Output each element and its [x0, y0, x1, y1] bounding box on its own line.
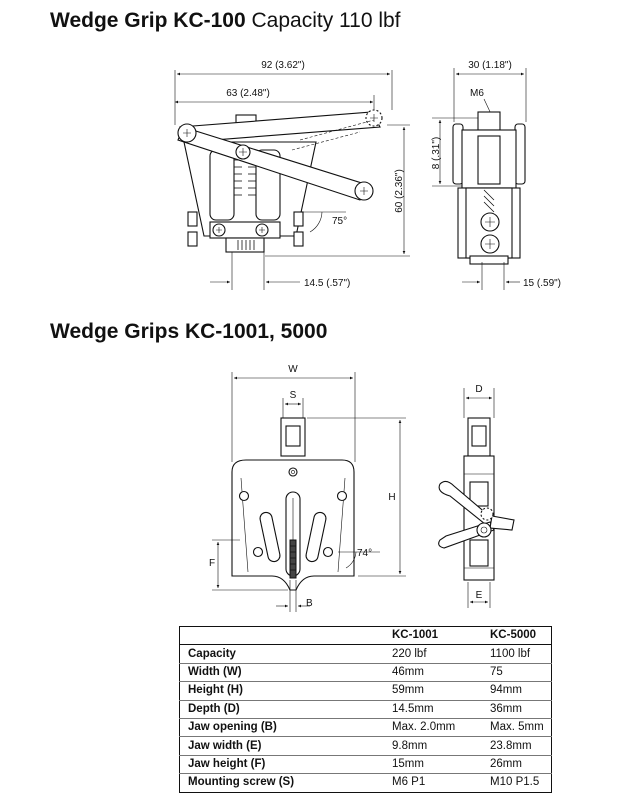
kc100-side-view: 30 (1.18") M6 8 (.31") 15 (.59"): [431, 60, 561, 290]
kc100-title-bold: Wedge Grip KC-100: [50, 9, 246, 32]
kc1001-side-view: D E: [438, 384, 515, 608]
kc100-thread-depth-label: 8 (.31"): [431, 137, 442, 169]
spec-row-label: Mounting screw (S): [188, 776, 295, 789]
table-row: Depth (D) 14.5mm 36mm: [179, 700, 552, 719]
kc100-overall-width-label: 92 (3.62"): [261, 60, 305, 71]
table-row: Width (W) 46mm 75: [179, 663, 552, 682]
spec-row-label: Jaw opening (B): [188, 721, 277, 734]
kc1001-b-label: B: [306, 598, 313, 609]
spec-table: KC-1001 KC-5000 Capacity 220 lbf 1100 lb…: [179, 626, 552, 793]
spec-row-label: Capacity: [188, 647, 236, 660]
spec-cell-kc5000: 1100 lbf: [490, 647, 531, 660]
spec-cell-kc1001: Max. 2.0mm: [392, 721, 456, 734]
kc100-hinge-width-label: 63 (2.48"): [226, 88, 270, 99]
kc1001-s-label: S: [290, 390, 297, 401]
spec-row-label: Jaw height (F): [188, 757, 266, 770]
kc100-side-width-label: 30 (1.18"): [468, 60, 512, 71]
kc100-jaw-hatch: [237, 240, 255, 250]
spec-cell-kc1001: 15mm: [392, 757, 424, 770]
table-row: Jaw opening (B) Max. 2.0mm Max. 5mm: [179, 718, 552, 737]
spec-cell-kc1001: 9.8mm: [392, 739, 428, 752]
spec-header-blank: [179, 626, 388, 646]
kc100-title-capacity: Capacity 110 lbf: [245, 9, 401, 32]
kc100-front-view: 92 (3.62") 63 (2.48"): [174, 60, 410, 290]
spec-row-label: Depth (D): [188, 702, 240, 715]
spec-cell-kc5000: 94mm: [490, 684, 522, 697]
spec-cell-kc5000: 26mm: [490, 757, 522, 770]
spec-row-label: Height (H): [188, 684, 243, 697]
table-row: Capacity 220 lbf 1100 lbf: [179, 645, 552, 664]
table-row: Height (H) 59mm 94mm: [179, 682, 552, 701]
kc1001-angle-label: 74°: [357, 548, 372, 559]
spec-cell-kc5000: 23.8mm: [490, 739, 532, 752]
table-row: Mounting screw (S) M6 P1 M10 P1.5: [180, 774, 552, 792]
kc1001-title: Wedge Grips KC-1001, 5000: [50, 320, 328, 343]
spec-row-label: Jaw width (E): [188, 739, 262, 752]
spec-cell-kc5000: 75: [490, 665, 503, 678]
kc1001-h-label: H: [388, 492, 395, 503]
kc100-thread-label: M6: [470, 88, 484, 99]
spec-row-label: Width (W): [188, 665, 242, 678]
kc100-side-base-label: 15 (.59"): [523, 278, 561, 289]
kc1001-w-label: W: [288, 364, 298, 375]
kc1001-f-label: F: [209, 558, 215, 569]
spec-cell-kc1001: 46mm: [392, 665, 424, 678]
kc100-side-hatch: [483, 189, 495, 213]
spec-cell-kc1001: 14.5mm: [392, 702, 434, 715]
kc100-height-label: 60 (2.36"): [394, 169, 405, 213]
spec-table-header: KC-1001 KC-5000: [179, 626, 552, 646]
kc1001-e-label: E: [476, 590, 483, 601]
spec-cell-kc5000: M10 P1.5: [490, 776, 540, 789]
kc100-title: Wedge Grip KC-100 Capacity 110 lbf: [50, 9, 401, 33]
spec-cell-kc1001: 220 lbf: [392, 647, 427, 660]
spec-cell-kc5000: 36mm: [490, 702, 522, 715]
spec-header-kc5000: KC-5000: [486, 626, 552, 646]
kc1001-front-view: W S: [209, 364, 406, 612]
table-row: Jaw height (F) 15mm 26mm: [179, 755, 552, 774]
table-row: Jaw width (E) 9.8mm 23.8mm: [179, 737, 552, 756]
kc1001-lever-pivot-icon: [476, 522, 492, 538]
kc100-jaw-gap-label: 14.5 (.57"): [304, 278, 350, 289]
spec-cell-kc5000: Max. 5mm: [490, 721, 544, 734]
spec-header-kc1001: KC-1001: [388, 626, 486, 646]
kc100-angle-label: 75°: [332, 216, 347, 227]
kc1001-mounting-stud: [280, 417, 306, 457]
spec-cell-kc1001: M6 P1: [392, 776, 426, 789]
kc1001-jaw-teeth: [289, 539, 297, 579]
kc1001-d-label: D: [475, 384, 482, 395]
spec-cell-kc1001: 59mm: [392, 684, 424, 697]
